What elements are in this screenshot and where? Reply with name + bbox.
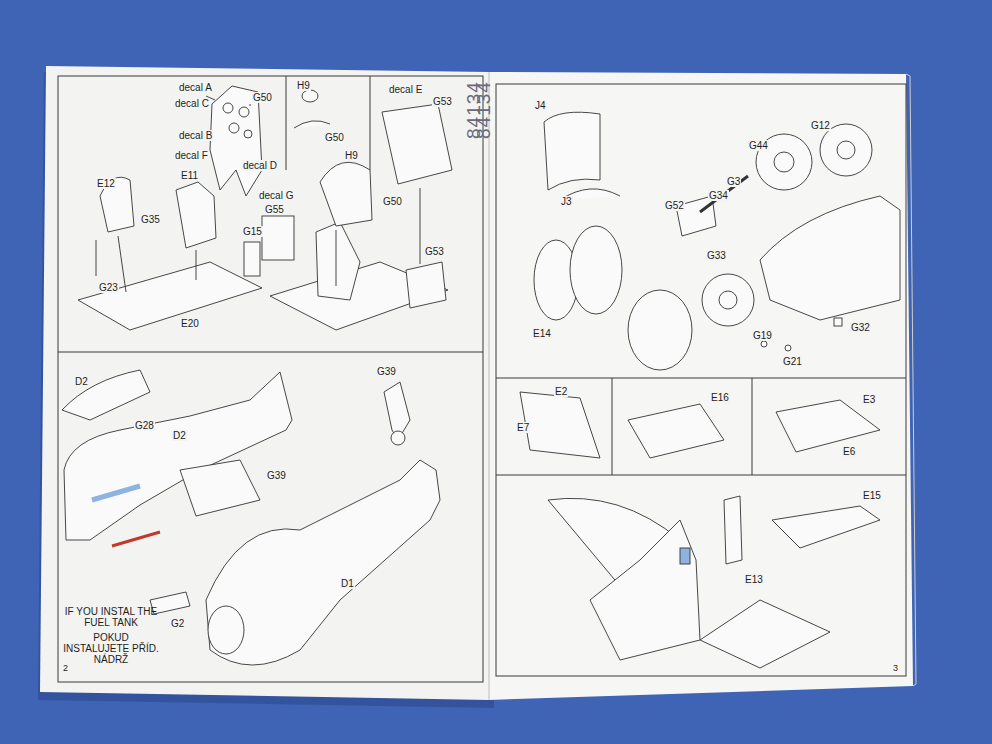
part-callout: E15 (862, 490, 882, 501)
part-callout: E16 (710, 392, 730, 403)
panel-frames (58, 76, 906, 682)
part-callout: E14 (532, 328, 552, 339)
part-callout: G2 (170, 618, 185, 629)
part-callout: G3 (726, 176, 741, 187)
part-callout: decal C (174, 98, 210, 109)
cockpit-parts (78, 86, 452, 330)
right-page (489, 72, 913, 700)
part-callout: G55 (264, 204, 285, 215)
assembly-note: POKUD INSTALUJETE PŘÍD. NÁDRŽ (62, 632, 160, 665)
part-callout: D2 (74, 376, 89, 387)
part-callout: E6 (842, 446, 856, 457)
part-callout: E20 (180, 318, 200, 329)
part-callout: E13 (744, 574, 764, 585)
part-callout: E3 (862, 394, 876, 405)
part-callout: G53 (432, 96, 453, 107)
part-callout: G52 (664, 200, 685, 211)
fuselage (62, 370, 440, 665)
part-callout: decal D (242, 160, 278, 171)
part-callout: H9 (296, 80, 311, 91)
part-callout: G39 (376, 366, 397, 377)
part-callout: G15 (242, 226, 263, 237)
left-page (40, 66, 489, 700)
kit-number-stamp: 84134 (474, 80, 495, 140)
part-callout: G50 (382, 196, 403, 207)
part-callout: G39 (266, 470, 287, 481)
part-callout: D1 (340, 578, 355, 589)
part-callout: D2 (172, 430, 187, 441)
spine (488, 72, 490, 700)
part-callout: decal F (174, 150, 209, 161)
page-number: 2 (62, 664, 69, 674)
part-callout: decal B (178, 130, 213, 141)
part-callout: G12 (810, 120, 831, 131)
page-edges (906, 74, 916, 686)
engine-and-cowling (534, 112, 900, 370)
page-number: 3 (892, 664, 899, 674)
part-callout: G50 (324, 132, 345, 143)
part-callout: E11 (180, 170, 199, 181)
part-callout: E7 (516, 422, 530, 433)
leader-lines (118, 96, 420, 292)
part-callout: decal G (258, 190, 294, 201)
wings-and-tail (520, 392, 880, 668)
part-callout: G50 (252, 92, 273, 103)
part-callout: decal A (178, 82, 213, 93)
part-callout: J3 (560, 196, 573, 207)
part-callout: G32 (850, 322, 871, 333)
part-callout: H9 (344, 150, 359, 161)
part-callout: G44 (748, 140, 769, 151)
part-callout: E2 (554, 386, 568, 397)
assembly-note: IF YOU INSTAL THE FUEL TANK (62, 606, 160, 628)
part-callout: G33 (706, 250, 727, 261)
part-callout: G19 (752, 330, 773, 341)
part-callout: G21 (782, 356, 803, 367)
part-callout: G28 (134, 420, 155, 431)
part-callout: E12 (96, 178, 116, 189)
part-callout: G35 (140, 214, 161, 225)
part-callout: decal E (388, 84, 423, 95)
part-callout: J4 (534, 100, 547, 111)
part-callout: G53 (424, 246, 445, 257)
part-callout: G34 (708, 190, 729, 201)
part-callout: G23 (98, 282, 119, 293)
